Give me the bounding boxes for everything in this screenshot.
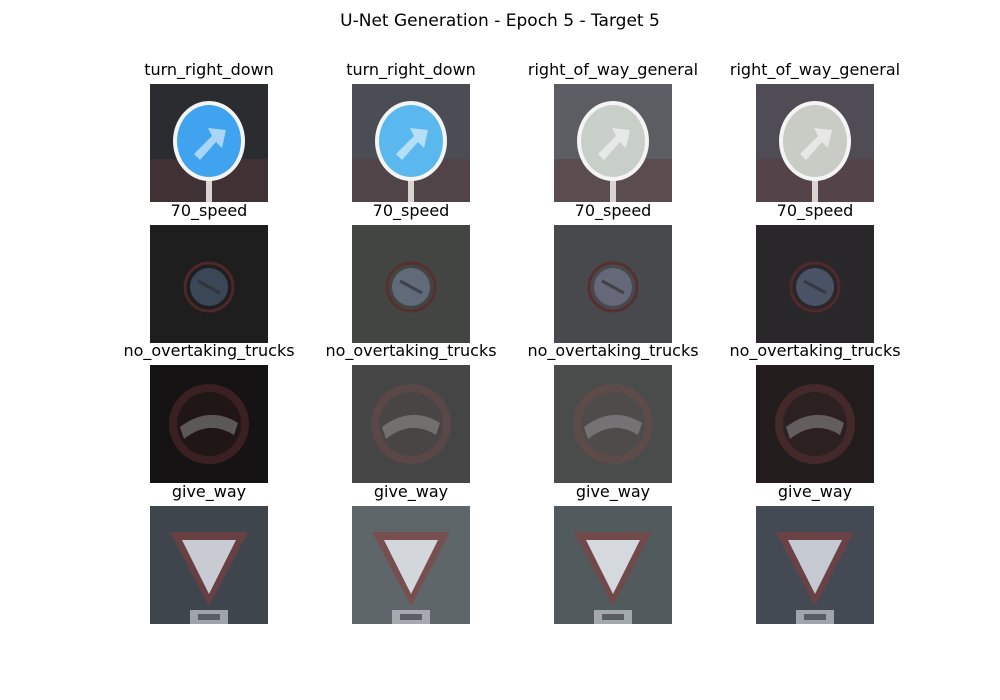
thumb-sign-pole: [408, 172, 414, 202]
traffic-sign-image: [554, 84, 672, 202]
thumb-sign-mark: [601, 279, 625, 295]
thumb-sign-mark: [584, 414, 642, 439]
thumb-sign-pole: [812, 172, 818, 202]
cell-title: 70_speed: [574, 201, 652, 220]
thumbnail-image: [352, 225, 470, 343]
traffic-sign-image: [554, 225, 672, 343]
thumb-sign-rim: [789, 261, 841, 313]
traffic-sign-image: [150, 225, 268, 343]
thumb-sign-mark: [399, 279, 423, 295]
thumb-sign-mark: [180, 414, 238, 439]
thumb-sign-rim: [587, 261, 639, 313]
cell-title: no_overtaking_trucks: [123, 341, 295, 360]
cell-title: turn_right_down: [346, 60, 476, 79]
cell-title: give_way: [373, 482, 449, 501]
thumb-sub-plate-text: [602, 614, 624, 620]
thumbnail-image: [554, 84, 672, 202]
thumb-sign-mark: [786, 414, 844, 439]
traffic-sign-image: [150, 506, 268, 624]
thumb-sub-plate-text: [198, 614, 220, 620]
traffic-sign-image: [352, 225, 470, 343]
thumb-sign-pole: [610, 172, 616, 202]
thumbnail-image: [352, 365, 470, 483]
thumbnail-image: [150, 506, 268, 624]
thumb-sign-arrow: [598, 128, 630, 160]
cell-title: 70_speed: [372, 201, 450, 220]
thumb-sign-face: [384, 540, 438, 594]
cell-title: give_way: [171, 482, 247, 501]
thumb-sub-plate-text: [400, 614, 422, 620]
thumbnail-image: [756, 365, 874, 483]
thumb-sign-face: [788, 540, 842, 594]
traffic-sign-image: [756, 225, 874, 343]
thumbnail-image: [756, 506, 874, 624]
cell-title: turn_right_down: [144, 60, 274, 79]
cell-title: 70_speed: [776, 201, 854, 220]
thumb-sign-pole: [206, 172, 212, 202]
thumb-sign-face: [182, 540, 236, 594]
traffic-sign-image: [756, 84, 874, 202]
thumbnail-image: [554, 506, 672, 624]
thumb-sign-mark: [197, 279, 221, 295]
thumbnail-image: [756, 225, 874, 343]
thumb-sub-plate-text: [804, 614, 826, 620]
thumb-sign-arrow: [396, 128, 428, 160]
cell-title: right_of_way_general: [729, 60, 901, 79]
thumbnail-image: [352, 84, 470, 202]
traffic-sign-image: [554, 506, 672, 624]
thumb-sign-arrow: [800, 128, 832, 160]
traffic-sign-image: [352, 506, 470, 624]
traffic-sign-image: [756, 506, 874, 624]
thumbnail-image: [756, 84, 874, 202]
cell-title: no_overtaking_trucks: [527, 341, 699, 360]
thumb-sign-rim: [183, 261, 235, 313]
traffic-sign-image: [150, 365, 268, 483]
thumbnail-image: [150, 84, 268, 202]
thumbnail-image: [150, 365, 268, 483]
cell-title: no_overtaking_trucks: [325, 341, 497, 360]
thumbnail-image: [352, 506, 470, 624]
thumbnail-image: [554, 365, 672, 483]
thumbnail-image: [150, 225, 268, 343]
thumb-sign-mark: [382, 414, 440, 439]
traffic-sign-image: [756, 365, 874, 483]
cell-title: 70_speed: [170, 201, 248, 220]
cell-title: give_way: [777, 482, 853, 501]
thumb-sign-face: [586, 540, 640, 594]
thumb-sign-rim: [385, 261, 437, 313]
figure-title: U-Net Generation - Epoch 5 - Target 5: [340, 11, 660, 31]
cell-title: no_overtaking_trucks: [729, 341, 901, 360]
cell-title: right_of_way_general: [527, 60, 699, 79]
thumb-sign-arrow: [194, 128, 226, 160]
traffic-sign-image: [150, 84, 268, 202]
traffic-sign-image: [554, 365, 672, 483]
thumbnail-image: [554, 225, 672, 343]
cell-title: give_way: [575, 482, 651, 501]
thumb-sign-mark: [803, 279, 827, 295]
traffic-sign-image: [352, 84, 470, 202]
traffic-sign-image: [352, 365, 470, 483]
